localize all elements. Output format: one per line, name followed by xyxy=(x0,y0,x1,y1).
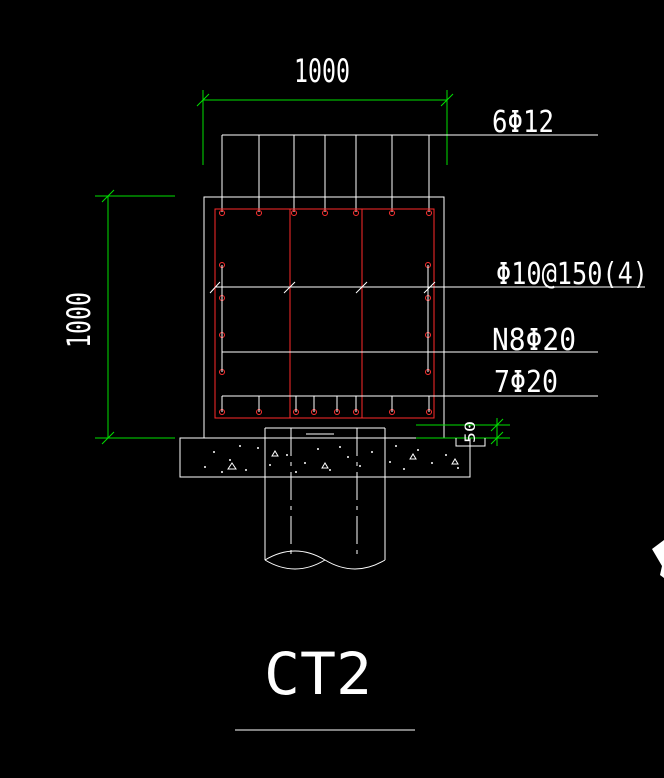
top-dimension-label: 1000 xyxy=(294,52,350,90)
left-dimension-label: 1000 xyxy=(60,292,98,348)
stirrup-leader xyxy=(209,281,645,294)
bottom-bars-label: 7Φ20 xyxy=(494,365,558,400)
side-bars-label: N8Φ20 xyxy=(492,323,576,358)
rebar-cage xyxy=(214,208,435,419)
rebar-dots xyxy=(219,210,432,415)
edge-hook xyxy=(455,438,486,447)
cushion-layer xyxy=(179,437,471,478)
right-small-dimension xyxy=(416,418,510,446)
top-dimension xyxy=(196,90,454,165)
top-bars-label: 6Φ12 xyxy=(492,105,554,140)
stirrups-label: Φ10@150(4) xyxy=(496,257,648,292)
drawing-title: CT2 xyxy=(264,640,372,708)
cropped-object xyxy=(652,540,664,578)
side-bar-leader xyxy=(221,265,598,372)
pile-cap-outline xyxy=(203,196,445,439)
left-dimension xyxy=(95,189,175,445)
bottom-bar-leader xyxy=(221,395,598,412)
top-bar-leaders xyxy=(221,134,598,212)
pile xyxy=(264,427,386,570)
right-small-dimension-label: 50 xyxy=(463,421,479,443)
